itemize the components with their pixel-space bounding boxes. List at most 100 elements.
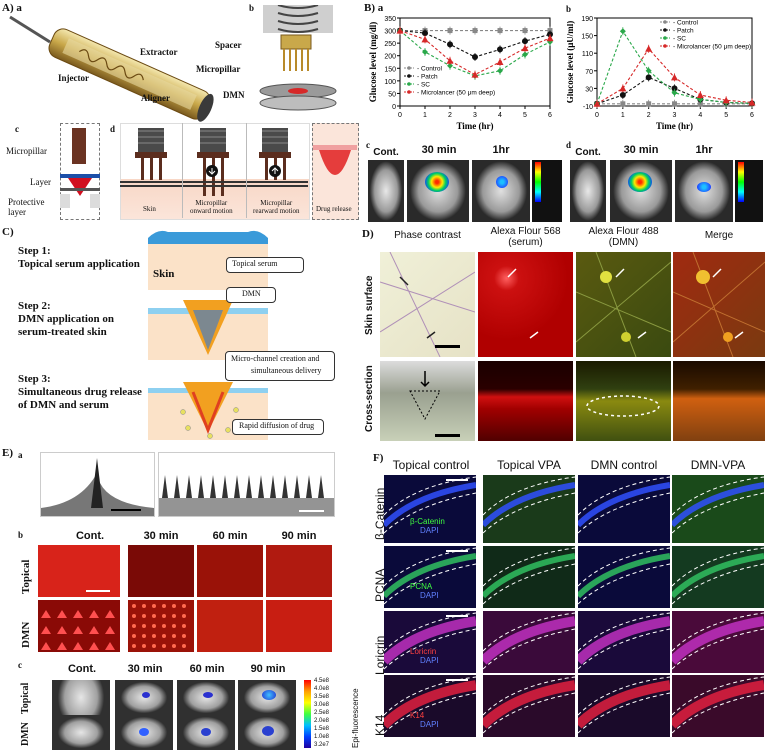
skin-boundary bbox=[672, 476, 764, 516]
data-point bbox=[645, 74, 652, 81]
data-point bbox=[722, 96, 730, 104]
f-col-0: Topical control bbox=[392, 458, 470, 472]
dmn-spot bbox=[89, 626, 99, 634]
panel-b-letter: B) a bbox=[364, 2, 384, 14]
dmn-spot bbox=[132, 614, 136, 618]
d-col-merge: Merge bbox=[704, 230, 734, 241]
colorbar-tick-label: 2.5e8 bbox=[314, 710, 330, 716]
dmn-spot bbox=[142, 634, 146, 638]
y-tick-label: 150 bbox=[384, 66, 396, 73]
stain-marker-label: PCNA bbox=[410, 582, 433, 591]
ec-mice-90 bbox=[238, 680, 296, 750]
eb-row-dmn: DMN bbox=[20, 621, 32, 648]
x-tick-label: 3 bbox=[673, 112, 677, 119]
if-image bbox=[483, 475, 575, 543]
bc-mouse-1hr bbox=[472, 160, 530, 222]
y-tick-label: 50 bbox=[388, 91, 396, 98]
bd-label-30: 30 min bbox=[623, 144, 659, 156]
eb-col-1: 30 min bbox=[143, 530, 179, 542]
skin-boundary bbox=[384, 612, 476, 652]
needle-tip bbox=[246, 475, 252, 498]
basement-membrane bbox=[384, 492, 476, 534]
d-col-568: Alexa Flour 568 (serum) bbox=[490, 226, 561, 248]
skin-boundary bbox=[578, 476, 670, 516]
x-tick-label: 6 bbox=[750, 112, 754, 119]
ec-row-dmn: DMN bbox=[20, 722, 31, 746]
legend-marker bbox=[663, 36, 667, 40]
legend-marker bbox=[407, 74, 411, 78]
step3-release-illustration bbox=[148, 382, 268, 440]
needle-tip bbox=[306, 475, 312, 498]
ec-col-3: 90 min bbox=[250, 663, 286, 675]
epidermis-band bbox=[483, 553, 575, 599]
y-axis-label: Glucose level (mg/dl) bbox=[368, 22, 378, 103]
d-col-phase: Phase contrast bbox=[394, 230, 461, 241]
dmn-spot bbox=[73, 626, 83, 634]
panel-a-c-frame bbox=[60, 123, 100, 220]
dmn-spot bbox=[142, 624, 146, 628]
step2-title: Step 2: bbox=[18, 300, 51, 312]
rapid-label: Rapid diffusion of drug bbox=[239, 421, 315, 430]
dmn-spot bbox=[89, 642, 99, 650]
epidermis-band bbox=[672, 553, 764, 599]
data-point bbox=[472, 53, 478, 60]
stain-dapi-label: DAPI bbox=[420, 591, 439, 600]
scale-bar bbox=[299, 510, 324, 512]
panel-b-d-letter: d bbox=[566, 140, 572, 150]
legend-label: - SC bbox=[673, 36, 686, 43]
d-row-cross-section: Cross-section bbox=[364, 365, 375, 432]
y-tick-label: 150 bbox=[581, 34, 593, 41]
if-image bbox=[672, 546, 764, 608]
panel-a-b-letter: b bbox=[249, 3, 255, 13]
if-image bbox=[483, 546, 575, 608]
data-point bbox=[671, 89, 678, 96]
basement-membrane bbox=[672, 492, 764, 534]
dmn-spot bbox=[132, 644, 136, 648]
bd-label-1hr: 1hr bbox=[695, 144, 713, 156]
legend-marker bbox=[663, 44, 667, 48]
device-illustration bbox=[9, 15, 214, 122]
skin-boundary bbox=[483, 676, 575, 716]
bd-mouse-1hr bbox=[675, 160, 733, 222]
eb-col-2: 60 min bbox=[212, 530, 248, 542]
dmn-spot bbox=[142, 604, 146, 608]
dmn-spot bbox=[162, 624, 166, 628]
needle-tip bbox=[198, 475, 204, 498]
needle-tip bbox=[162, 475, 168, 498]
eb-topical-cont bbox=[38, 545, 120, 597]
dmn-spot bbox=[182, 624, 186, 628]
skin-boundary bbox=[483, 547, 575, 587]
data-point bbox=[671, 85, 678, 92]
dmn-spot bbox=[152, 604, 156, 608]
d-568-cross bbox=[478, 361, 573, 441]
eb-col-3: 90 min bbox=[281, 530, 317, 542]
basement-membrane bbox=[578, 492, 670, 534]
panel-e-a-letter: a bbox=[18, 450, 23, 460]
needle-tip bbox=[210, 475, 216, 498]
x-tick-label: 6 bbox=[548, 112, 552, 119]
x-tick-label: 2 bbox=[448, 112, 452, 119]
bc-label-30: 30 min bbox=[421, 144, 457, 156]
data-point bbox=[421, 35, 429, 43]
data-point bbox=[447, 41, 453, 48]
if-image bbox=[483, 611, 575, 673]
micropillar-rod bbox=[72, 128, 86, 164]
stain-dapi-label: DAPI bbox=[420, 656, 439, 665]
c-micropillar-label: Micropillar bbox=[6, 146, 47, 156]
basement-membrane bbox=[578, 563, 670, 605]
c-layer-label: Layer bbox=[30, 177, 51, 187]
dmn-spot bbox=[182, 634, 186, 638]
step3-title: Step 3: bbox=[18, 373, 51, 385]
bd-label-cont: Cont. bbox=[575, 147, 601, 158]
ec-mice-cont bbox=[52, 680, 110, 750]
data-point bbox=[671, 73, 678, 81]
if-image bbox=[672, 675, 764, 737]
epidermis-band bbox=[384, 616, 476, 665]
skin-boundary bbox=[578, 676, 670, 716]
d-488-cross bbox=[576, 361, 671, 441]
legend-label: - Patch bbox=[417, 74, 438, 81]
d-phase-cross bbox=[380, 361, 475, 441]
skin-boundary bbox=[384, 676, 476, 716]
